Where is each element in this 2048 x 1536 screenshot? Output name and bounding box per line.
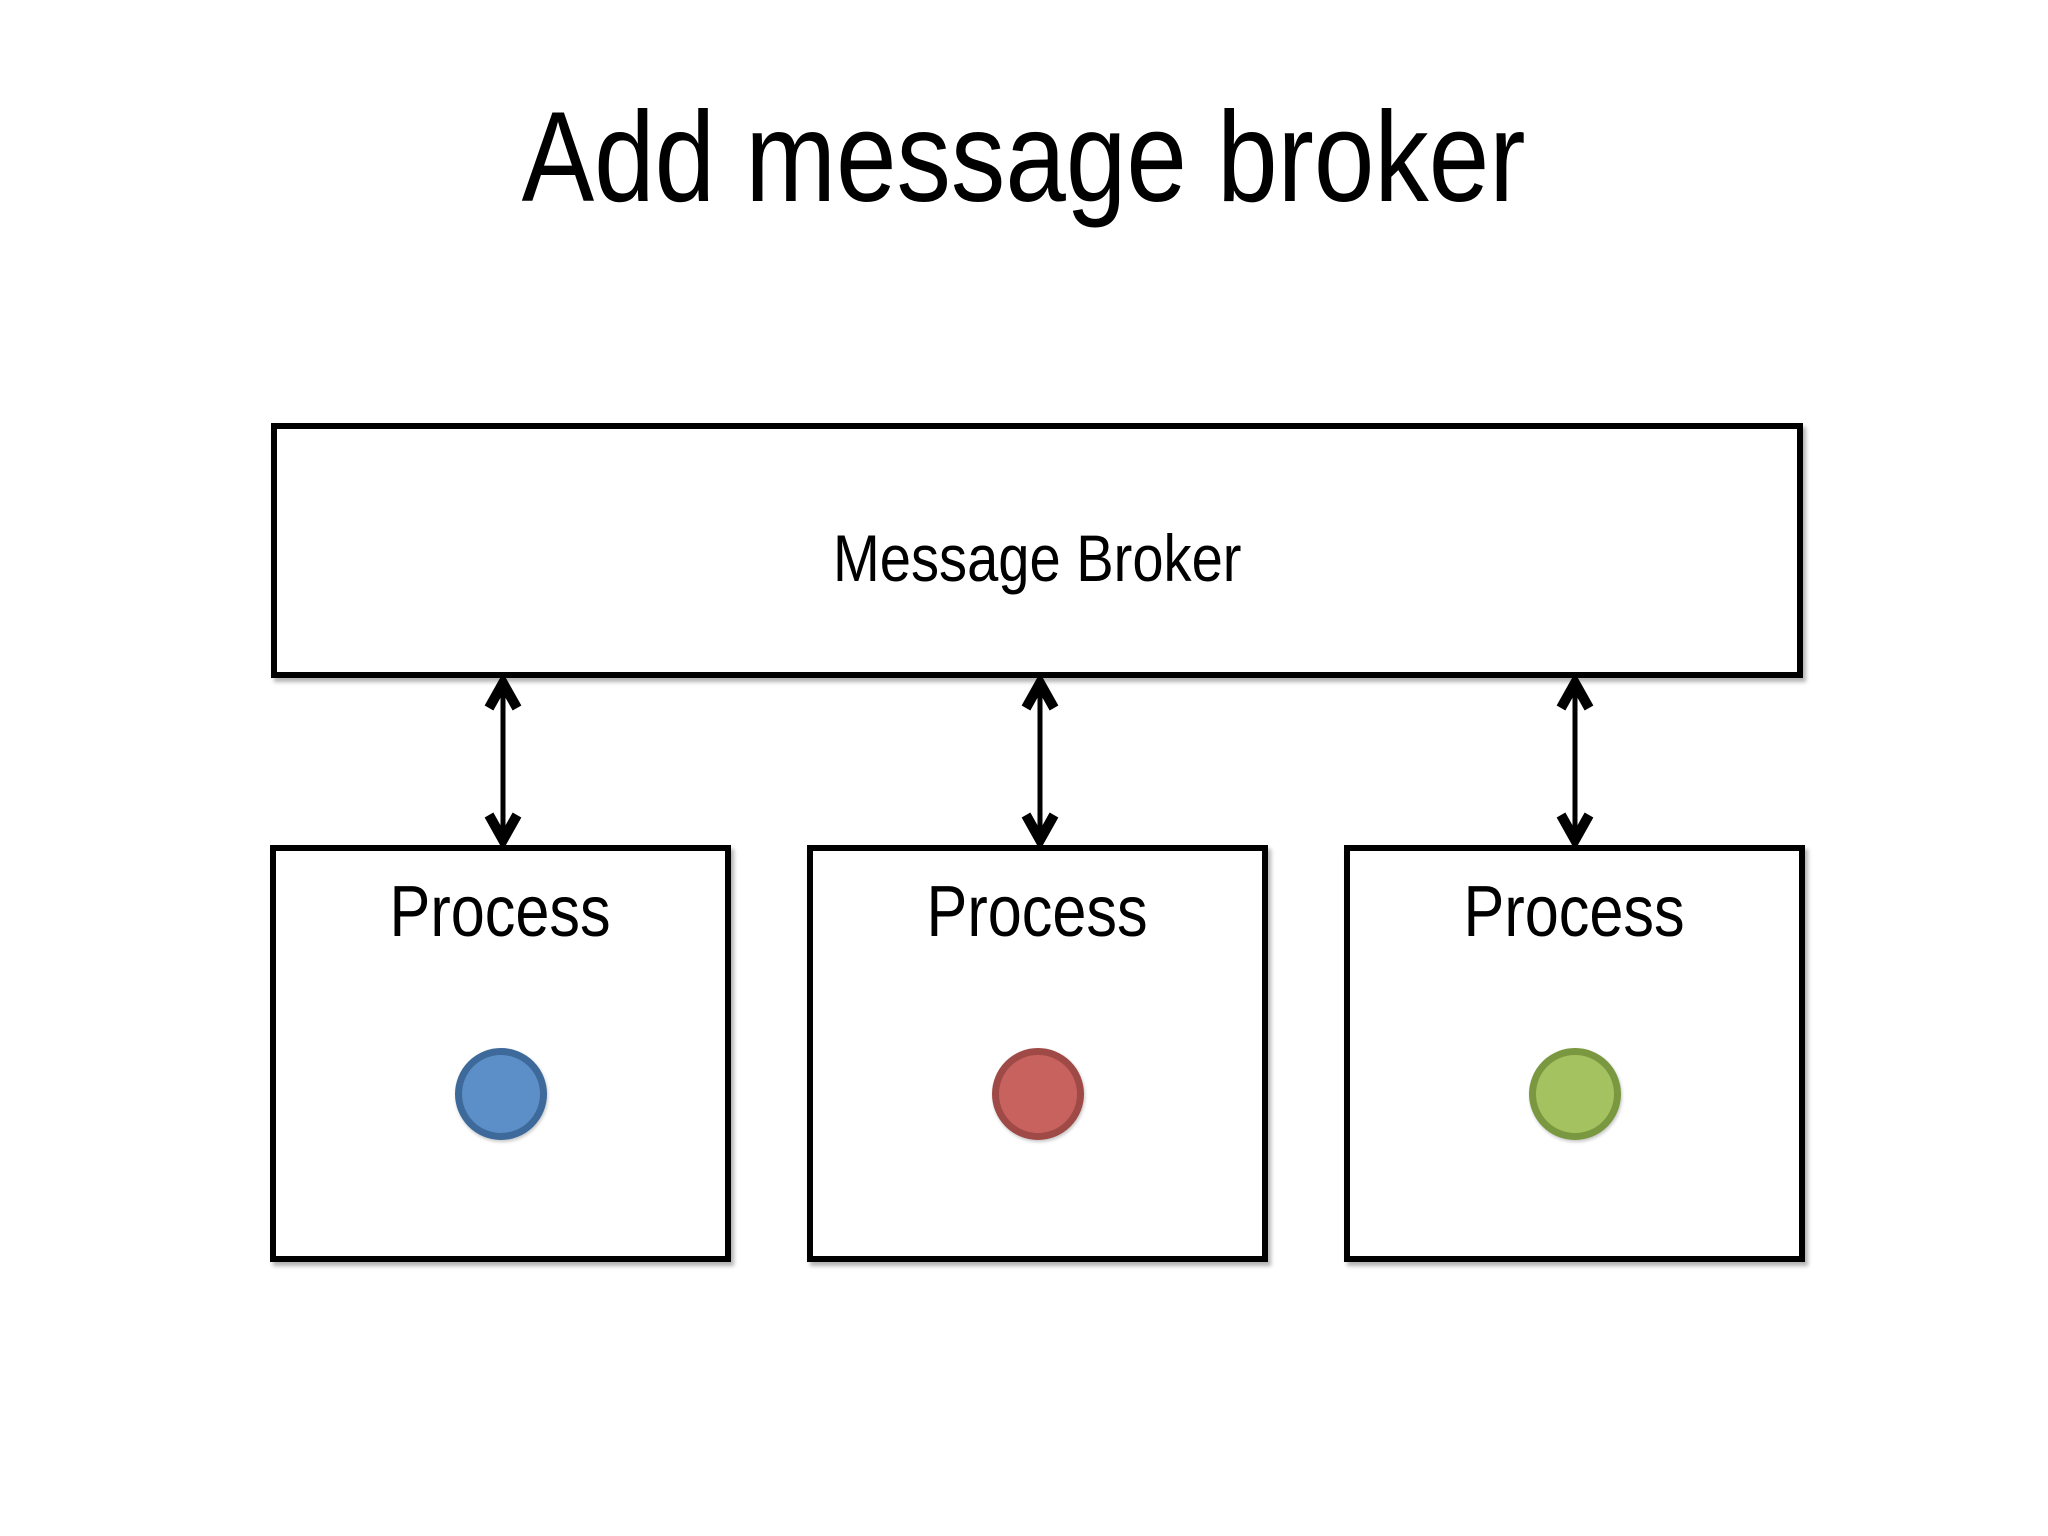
process-label: Process <box>1350 872 1799 952</box>
bidirectional-arrow-left <box>484 672 522 851</box>
green-dot <box>1528 1048 1621 1140</box>
process-box-1: Process <box>270 845 731 1262</box>
process-box-2: Process <box>807 845 1268 1262</box>
process-label: Process <box>276 872 725 952</box>
bidirectional-arrow-right <box>1556 672 1594 851</box>
process-label: Process <box>813 872 1262 952</box>
slide-title: Add message broker <box>0 84 2048 231</box>
red-dot <box>991 1048 1084 1140</box>
process-label-text: Process <box>1463 872 1686 952</box>
process-label-text: Process <box>926 872 1149 952</box>
process-box-3: Process <box>1344 845 1805 1262</box>
process-label-text: Process <box>389 872 612 952</box>
blue-dot <box>454 1048 547 1140</box>
bidirectional-arrow-middle <box>1021 672 1059 851</box>
message-broker-label: Message Broker <box>832 520 1242 595</box>
slide-title-text: Add message broker <box>522 86 1526 229</box>
message-broker-box: Message Broker <box>271 423 1803 678</box>
